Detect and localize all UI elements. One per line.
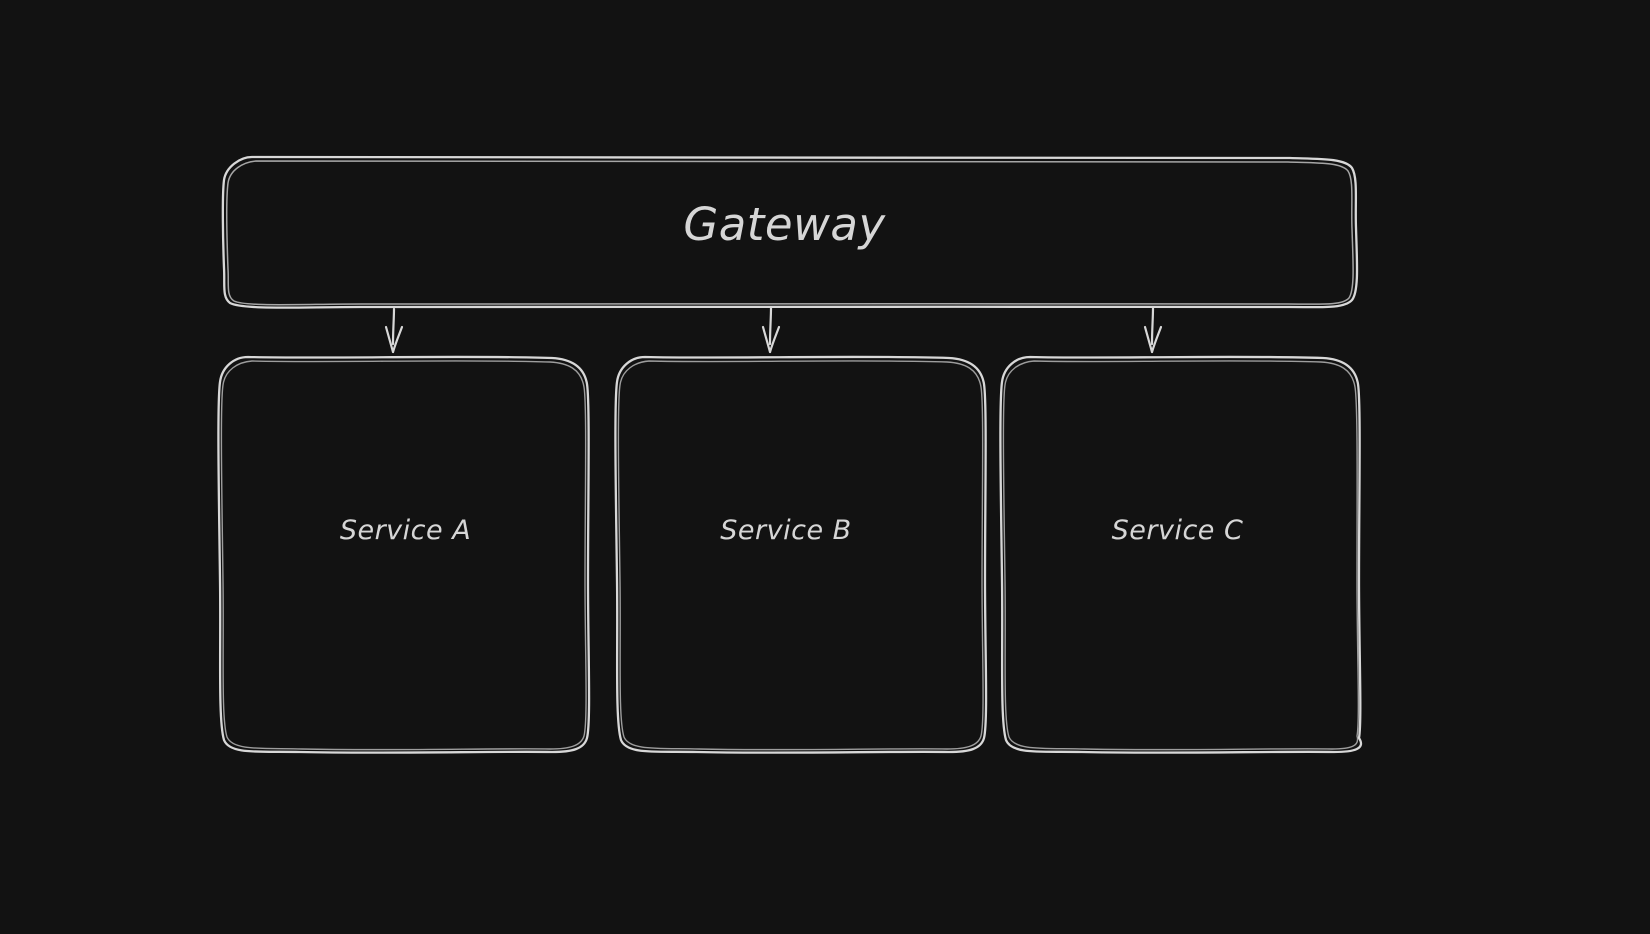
arrow-gateway-to-service-c[interactable] bbox=[1143, 306, 1163, 354]
service-a-node-label: Service A bbox=[339, 515, 472, 546]
service-c-node-shape[interactable] bbox=[999, 355, 1363, 754]
service-a-node-shape[interactable] bbox=[217, 355, 591, 754]
gateway-node-shape[interactable] bbox=[221, 155, 1359, 309]
service-b-node-label: Service B bbox=[720, 515, 852, 546]
arrow-gateway-to-service-b[interactable] bbox=[761, 306, 781, 354]
service-c-node-label: Service C bbox=[1111, 515, 1244, 546]
gateway-node-label: Gateway bbox=[683, 198, 886, 251]
arrow-gateway-to-service-a[interactable] bbox=[384, 307, 404, 354]
service-b-node-shape[interactable] bbox=[614, 355, 988, 754]
